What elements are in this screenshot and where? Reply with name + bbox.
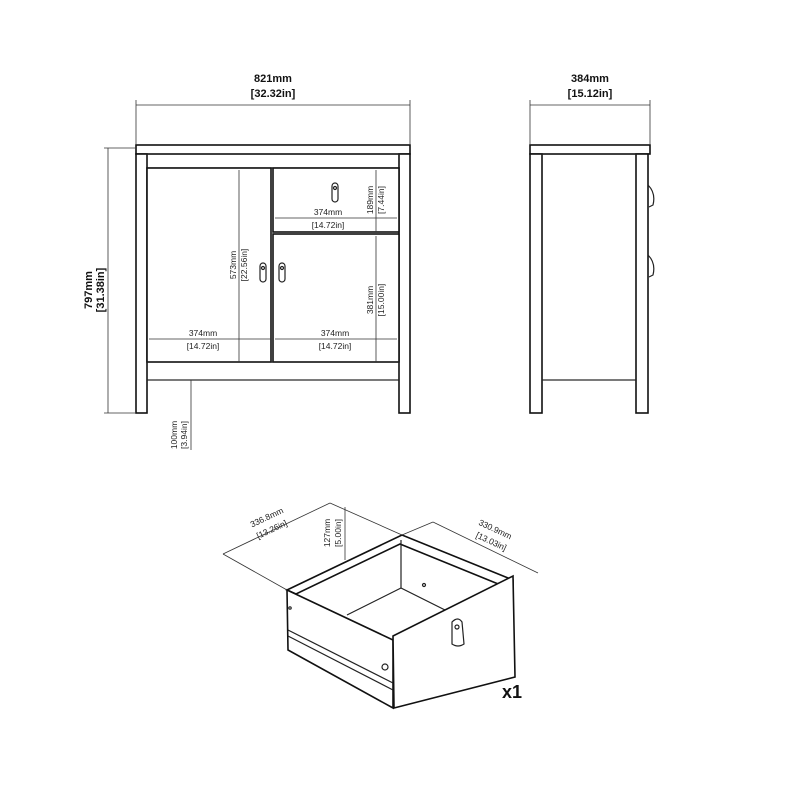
left-leg	[135, 153, 148, 414]
right-door-width-mm-label: 374mm	[321, 328, 349, 338]
right-leg	[398, 153, 411, 414]
drawer-height-mm-label: 127mm	[322, 519, 332, 547]
left-door-width-in-label: [14.72in]	[187, 341, 220, 351]
right-door-height-in-label: [15.00in]	[376, 284, 386, 317]
drawer-front	[272, 167, 400, 233]
drawer-width-mm-label: 374mm	[314, 207, 342, 217]
depth-in-label: [15.12in]	[568, 88, 613, 100]
drawer-view: 336.8mm [13.26in] 127mm [5.00in] 330.9mm…	[222, 502, 539, 710]
right-door-width-in-label: [14.72in]	[319, 341, 352, 351]
left-door	[146, 167, 272, 363]
bottom-rail	[146, 361, 400, 381]
drawer-handle-icon	[331, 182, 339, 203]
quantity-label: x1	[502, 682, 522, 702]
front-view: 821mm [32.32in] 797mm [31.38in] 100mm [3…	[83, 73, 411, 450]
side-view: 384mm [15.12in]	[529, 73, 655, 414]
width-mm-label: 821mm	[254, 73, 292, 85]
right-door-height-mm-label: 381mm	[365, 286, 375, 314]
leg-height-mm-label: 100mm	[169, 421, 179, 449]
drawer-height-in-label: [5.00in]	[333, 519, 343, 547]
depth-mm-label: 384mm	[571, 73, 609, 85]
height-in-label: [31.38in]	[95, 267, 107, 312]
door-handle-icon	[259, 262, 267, 283]
door-height-mm-label: 573mm	[228, 251, 238, 279]
side-back-leg	[635, 153, 649, 414]
drawer-height-mm-label: 189mm	[365, 186, 375, 214]
drawer-handle-icon	[451, 618, 465, 647]
top-rail	[146, 153, 400, 169]
left-door-width-mm-label: 374mm	[189, 328, 217, 338]
width-in-label: [32.32in]	[251, 88, 296, 100]
side-handle-icon	[647, 184, 655, 278]
door-height-in-label: [22.56in]	[239, 249, 249, 282]
right-door	[272, 233, 400, 363]
leg-height-in-label: [3.94in]	[179, 421, 189, 449]
height-mm-label: 797mm	[83, 271, 95, 309]
cabinet-top	[135, 144, 411, 155]
side-front-leg	[529, 153, 543, 414]
drawer-width-in-label: [14.72in]	[312, 220, 345, 230]
door-handle-icon	[278, 262, 286, 283]
drawer-height-in-label: [7.44in]	[376, 186, 386, 214]
